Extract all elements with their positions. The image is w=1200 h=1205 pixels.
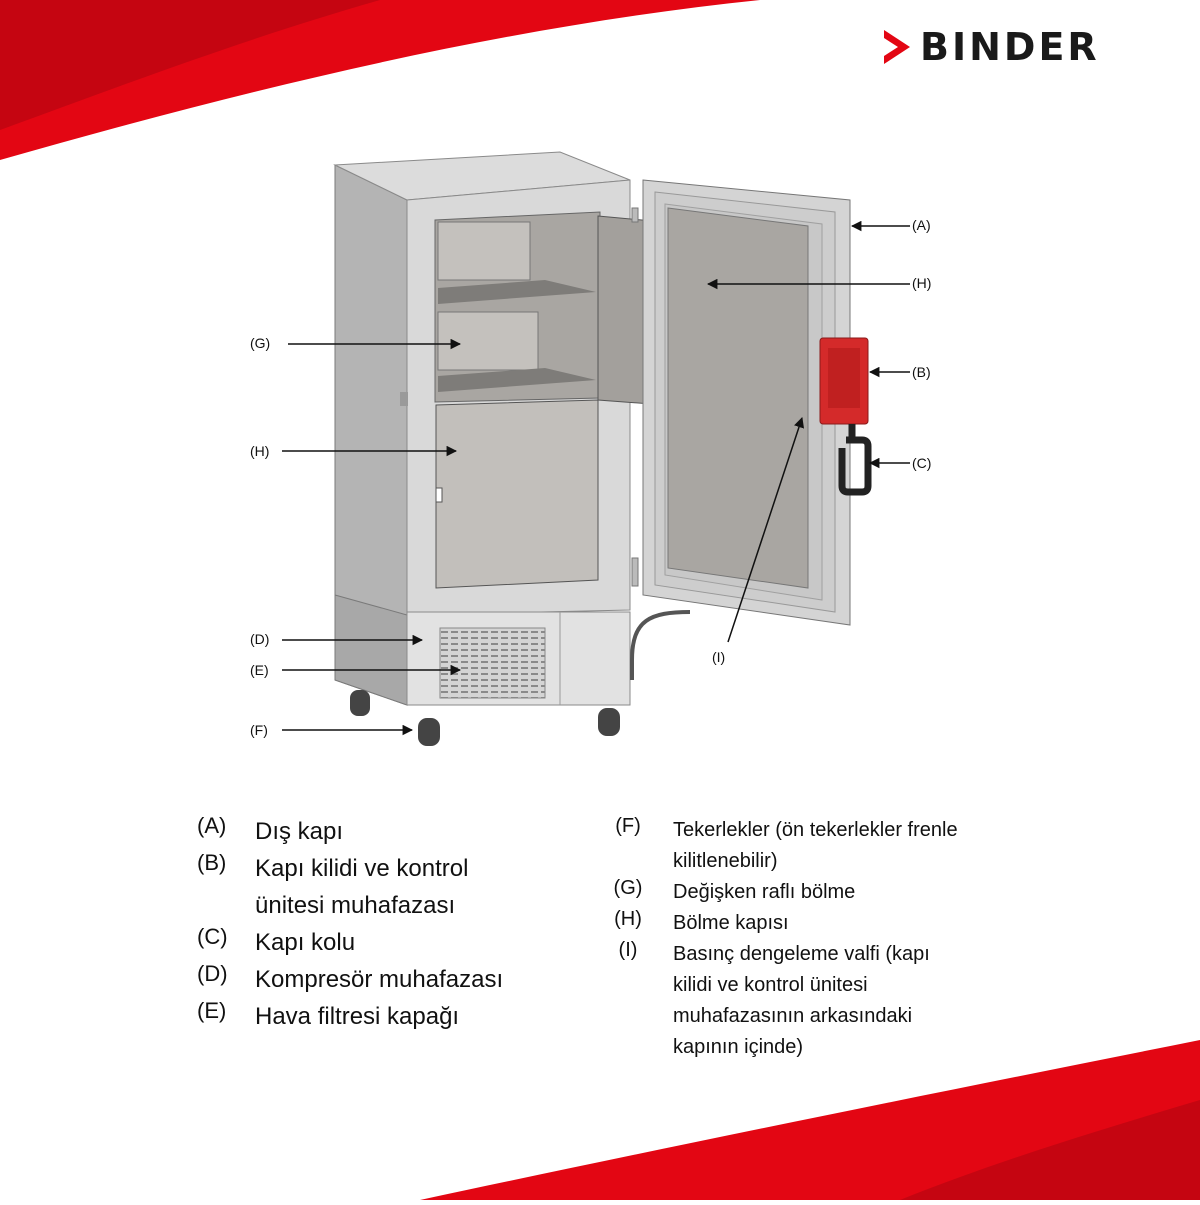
callout-label-A: (A) [912,217,931,233]
base-side [334,594,408,706]
door-handle [838,424,872,496]
legend-key: (B) [197,850,227,875]
legend-key: (G) [613,877,643,899]
callout-label-I: (I) [712,649,725,665]
legend-text: Kapı kolu [255,929,356,956]
legend-key: (D) [197,961,228,986]
legend-text: Dış kapı [255,818,344,845]
red-swoosh-bottom [420,1040,1200,1200]
legend-key: (H) [614,908,642,930]
legend-text: Hava filtresi kapağı [255,1003,460,1030]
compartment-door-lower [435,399,599,589]
callout-label-F: (F) [250,722,268,738]
callout-label-H-right: (H) [912,275,931,291]
callout-label-D: (D) [250,631,269,647]
callout-label-B: (B) [912,364,931,380]
shelf-top [438,280,596,304]
legend-key: (F) [615,815,641,837]
shelf-box-mid [437,311,539,371]
red-swoosh-top-shade [0,0,380,130]
brand-name: BINDER [920,25,1100,69]
legend-key: (E) [197,998,227,1023]
callout-line-I [727,417,805,643]
shelf-bottom [438,368,596,392]
legend-key: (I) [618,939,638,961]
callout-label-G: (G) [250,335,270,351]
red-swoosh-bottom-shade [900,1100,1200,1200]
legend-text: Bölme kapısı [673,912,789,934]
legend-key: (C) [197,924,228,949]
wheel [350,690,620,746]
callout-label-E: (E) [250,662,269,678]
shelf-box-top [437,221,531,281]
cable-pipe [630,610,691,680]
callout-label-C: (C) [912,455,931,471]
legend-text: Kompresör muhafazası [255,966,504,993]
legend-key: (A) [197,813,227,838]
outer-door-panel [667,207,809,589]
brand-logo: BINDER [884,28,1100,66]
brand-arrow-icon [884,30,910,64]
air-filter-grille [439,627,546,699]
callout-label-H-left: (H) [250,443,269,459]
legend-text: Değişken raflı bölme [673,881,856,903]
